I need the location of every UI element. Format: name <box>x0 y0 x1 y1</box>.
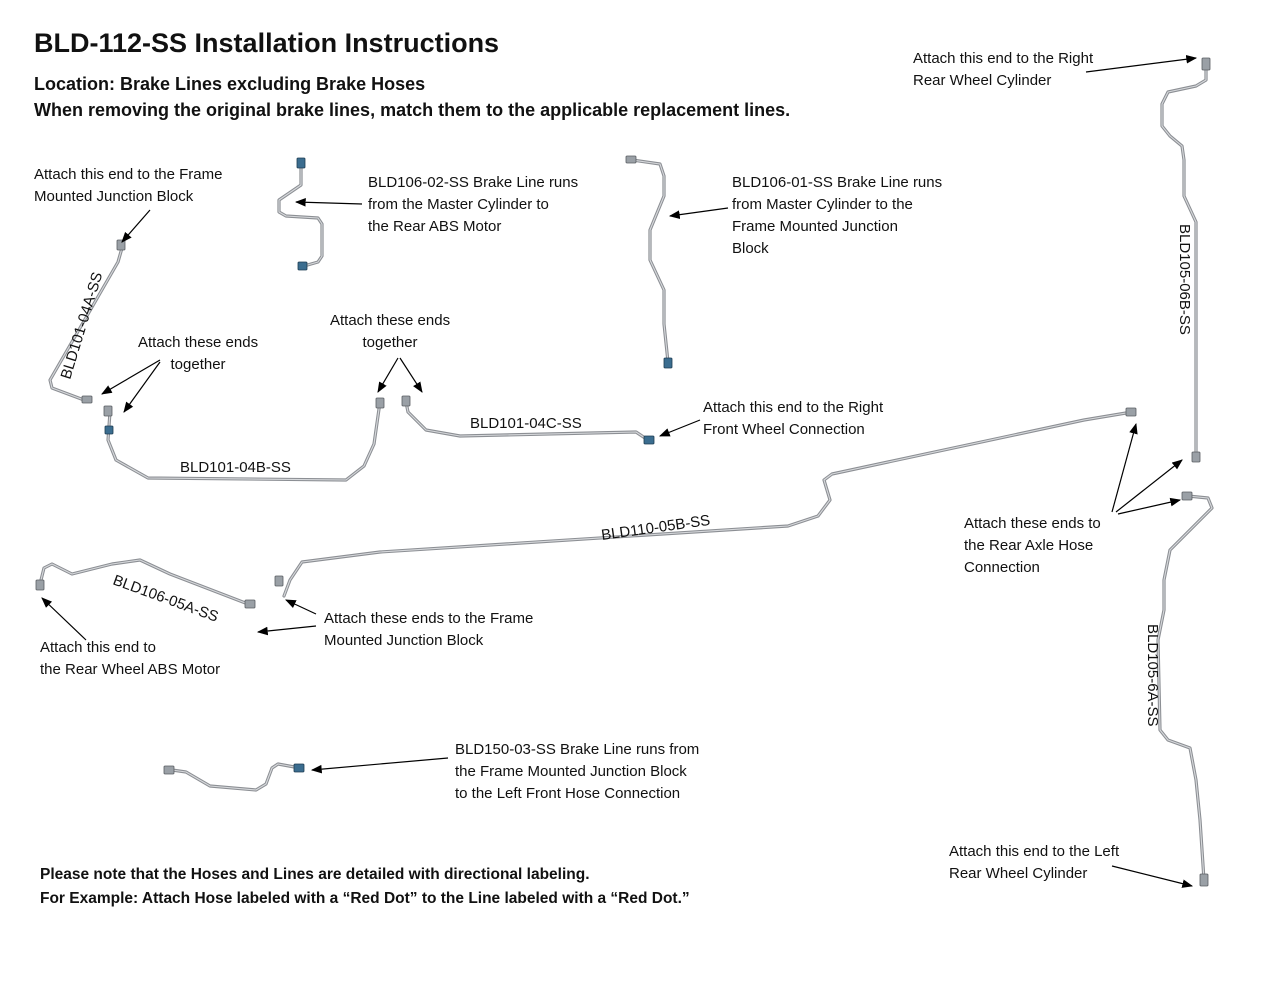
callout-bld106-01: BLD106-01-SS Brake Line runs from Master… <box>732 174 943 257</box>
brake-line-bld101-04b <box>103 397 385 482</box>
brake-line-bld106-01 <box>625 155 673 369</box>
arrow-rear-axle-c <box>1117 497 1182 515</box>
callout-rear-axle-hose: Attach these ends to the Rear Axle Hose … <box>964 515 1101 576</box>
label-bld101-04a: BLD101-04A-SS <box>58 270 107 381</box>
page-title: BLD-112-SS Installation Instructions <box>34 28 500 58</box>
callout-frame-block-05: Attach these ends to the Frame Mounted J… <box>324 610 534 649</box>
footer-note-2: For Example: Attach Hose labeled with a … <box>40 890 690 907</box>
location-line: Location: Brake Lines excluding Brake Ho… <box>34 74 426 94</box>
callout-frame-block-04a: Attach this end to the Frame Mounted Jun… <box>34 166 223 205</box>
brake-line-bld106-05a <box>35 558 256 609</box>
callout-arrows <box>41 54 1198 888</box>
callout-bld106-02: BLD106-02-SS Brake Line runs from the Ma… <box>368 174 579 235</box>
arrow-ends-together-right-a <box>377 357 399 393</box>
callout-right-rear-wheel: Attach this end to the Right Rear Wheel … <box>913 50 1094 89</box>
callout-rear-abs-motor: Attach this end to the Rear Wheel ABS Mo… <box>40 639 221 678</box>
brake-line-bld150-03 <box>163 762 305 792</box>
arrow-bld106-01 <box>668 207 729 219</box>
brake-line-bld105-06b <box>1160 57 1211 463</box>
arrow-frame-block-05-b <box>256 625 317 636</box>
arrow-right-front-wheel <box>658 419 701 437</box>
arrow-left-rear-wheel <box>1111 865 1194 888</box>
callout-bld150-03: BLD150-03-SS Brake Line runs from the Fr… <box>455 741 700 802</box>
footer-note-1: Please note that the Hoses and Lines are… <box>40 866 590 883</box>
callout-right-front-wheel: Attach this end to the Right Front Wheel… <box>703 399 884 438</box>
label-bld110-05b: BLD110-05B-SS <box>600 512 711 544</box>
callout-ends-together-right: Attach these ends together <box>330 312 451 351</box>
label-bld105-6a: BLD105-6A-SS <box>1144 624 1161 727</box>
arrow-ends-together-right-b <box>399 357 423 393</box>
arrow-ends-together-left-a <box>101 359 161 395</box>
label-bld101-04b: BLD101-04B-SS <box>180 459 291 476</box>
callout-left-rear-wheel: Attach this end to the Left Rear Wheel C… <box>949 843 1120 882</box>
instruction-line: When removing the original brake lines, … <box>34 100 791 120</box>
arrow-bld106-02 <box>294 197 363 207</box>
arrow-frame-block-04a <box>121 209 151 243</box>
arrow-bld150-03 <box>310 757 449 774</box>
arrow-right-rear-wheel <box>1085 54 1198 73</box>
brake-line-bld110-05b <box>274 407 1137 598</box>
arrow-rear-abs-motor <box>41 597 87 641</box>
brake-line-bld106-02 <box>277 157 324 271</box>
arrow-frame-block-05-a <box>285 599 317 615</box>
label-bld105-06b: BLD105-06B-SS <box>1176 224 1193 335</box>
brake-line-bld101-04c <box>401 395 655 445</box>
brake-line-bld101-04a <box>48 239 126 404</box>
arrow-rear-axle-b <box>1115 459 1183 513</box>
arrow-ends-together-left-b <box>123 361 161 413</box>
brake-line-bld105-6a <box>1156 491 1214 887</box>
label-bld106-05a: BLD106-05A-SS <box>111 572 221 626</box>
label-bld101-04c: BLD101-04C-SS <box>470 415 582 432</box>
arrow-rear-axle-a <box>1111 422 1138 513</box>
callout-ends-together-left: Attach these ends together <box>138 334 259 373</box>
